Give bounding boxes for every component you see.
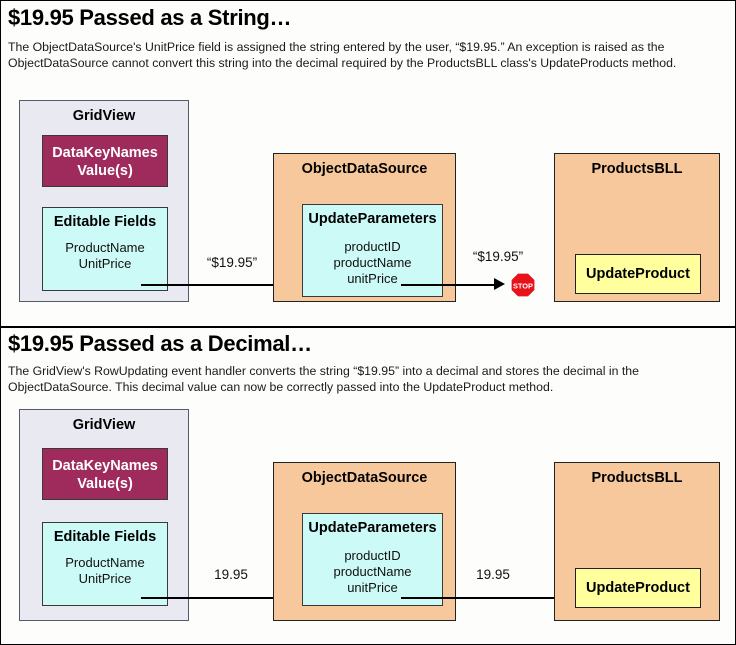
gridview-title-decimal: GridView [72, 417, 136, 433]
arrow-line-gridview-to-ods-decimal [141, 597, 318, 599]
objectdatasource-box-decimal: ObjectDataSource UpdateParameters produc… [273, 462, 456, 621]
datakeynames-line1: DataKeyNames [52, 145, 158, 161]
arrow-line-gridview-to-ods-string [141, 284, 318, 286]
editable-fields-header: Editable Fields [53, 214, 157, 230]
arrow-label-ods-to-bll-decimal: 19.95 [476, 567, 510, 582]
objectdatasource-title: ObjectDataSource [301, 161, 428, 177]
param-productid: productID [344, 239, 401, 254]
updateparameters-header: UpdateParameters [308, 211, 437, 227]
editable-fields-header-decimal: Editable Fields [53, 529, 157, 545]
param-productid-decimal: productID [344, 548, 401, 563]
section-string: $19.95 Passed as a String… The ObjectDat… [1, 1, 735, 327]
datakeynames-line2-decimal: Value(s) [77, 476, 133, 493]
editable-fields-box-decimal: Editable Fields ProductName UnitPrice [42, 522, 168, 606]
param-unitprice: unitPrice [347, 271, 398, 286]
productsbll-title: ProductsBLL [591, 161, 683, 177]
section-title-string: $19.95 Passed as a String… [8, 5, 292, 30]
arrow-head-ods-to-stop-string [494, 278, 505, 290]
datakeynames-line2: Value(s) [77, 163, 133, 180]
arrow-line-ods-to-bll-decimal [401, 597, 562, 599]
editable-field-productname: ProductName [65, 240, 145, 255]
datakeynames-box-decimal: DataKeyNames Value(s) [42, 448, 168, 500]
gridview-title: GridView [72, 108, 136, 124]
arrow-line-ods-to-stop-string [401, 284, 496, 286]
param-productname: productName [333, 255, 412, 270]
section-description-string: The ObjectDataSource's UnitPrice field i… [8, 40, 677, 70]
editable-field-unitprice-decimal: UnitPrice [78, 571, 132, 586]
gridview-box-decimal: GridView DataKeyNames Value(s) Editable … [19, 409, 189, 621]
objectdatasource-title-decimal: ObjectDataSource [301, 470, 428, 486]
arrow-label-gridview-to-ods-decimal: 19.95 [214, 567, 248, 582]
productsbll-box-decimal: ProductsBLL UpdateProduct [554, 462, 720, 621]
objectdatasource-box-string: ObjectDataSource UpdateParameters produc… [273, 153, 456, 302]
param-unitprice-decimal: unitPrice [347, 580, 398, 595]
section-description-decimal: The GridView's RowUpdating event handler… [8, 364, 639, 394]
section-decimal: $19.95 Passed as a Decimal… The GridView… [1, 327, 735, 644]
editable-field-productname-decimal: ProductName [65, 555, 145, 570]
arrow-label-gridview-to-ods-string: “$19.95” [206, 255, 258, 270]
updateproduct-box-string: UpdateProduct [575, 254, 701, 294]
gridview-box-string: GridView DataKeyNames Value(s) Editable … [19, 100, 189, 302]
datakeynames-box: DataKeyNames Value(s) [42, 135, 168, 187]
editable-fields-box: Editable Fields ProductName UnitPrice [42, 207, 168, 291]
updateparameters-header-decimal: UpdateParameters [308, 520, 437, 536]
section-divider [1, 326, 735, 328]
updateparameters-box-decimal: UpdateParameters productID productName u… [302, 513, 443, 606]
updateproduct-box-decimal: UpdateProduct [575, 568, 701, 608]
updateproduct-label: UpdateProduct [586, 266, 690, 282]
stop-sign-icon: STOP [510, 272, 536, 298]
arrow-label-ods-to-bll-string: “$19.95” [472, 249, 524, 264]
productsbll-title-decimal: ProductsBLL [591, 470, 683, 486]
updateparameters-box: UpdateParameters productID productName u… [302, 204, 443, 297]
datakeynames-line1-decimal: DataKeyNames [52, 458, 158, 474]
updateproduct-label-decimal: UpdateProduct [586, 580, 690, 596]
section-title-decimal: $19.95 Passed as a Decimal… [8, 331, 312, 356]
productsbll-box-string: ProductsBLL UpdateProduct [554, 153, 720, 302]
param-productname-decimal: productName [333, 564, 412, 579]
svg-text:STOP: STOP [513, 282, 533, 291]
editable-field-unitprice: UnitPrice [78, 256, 132, 271]
